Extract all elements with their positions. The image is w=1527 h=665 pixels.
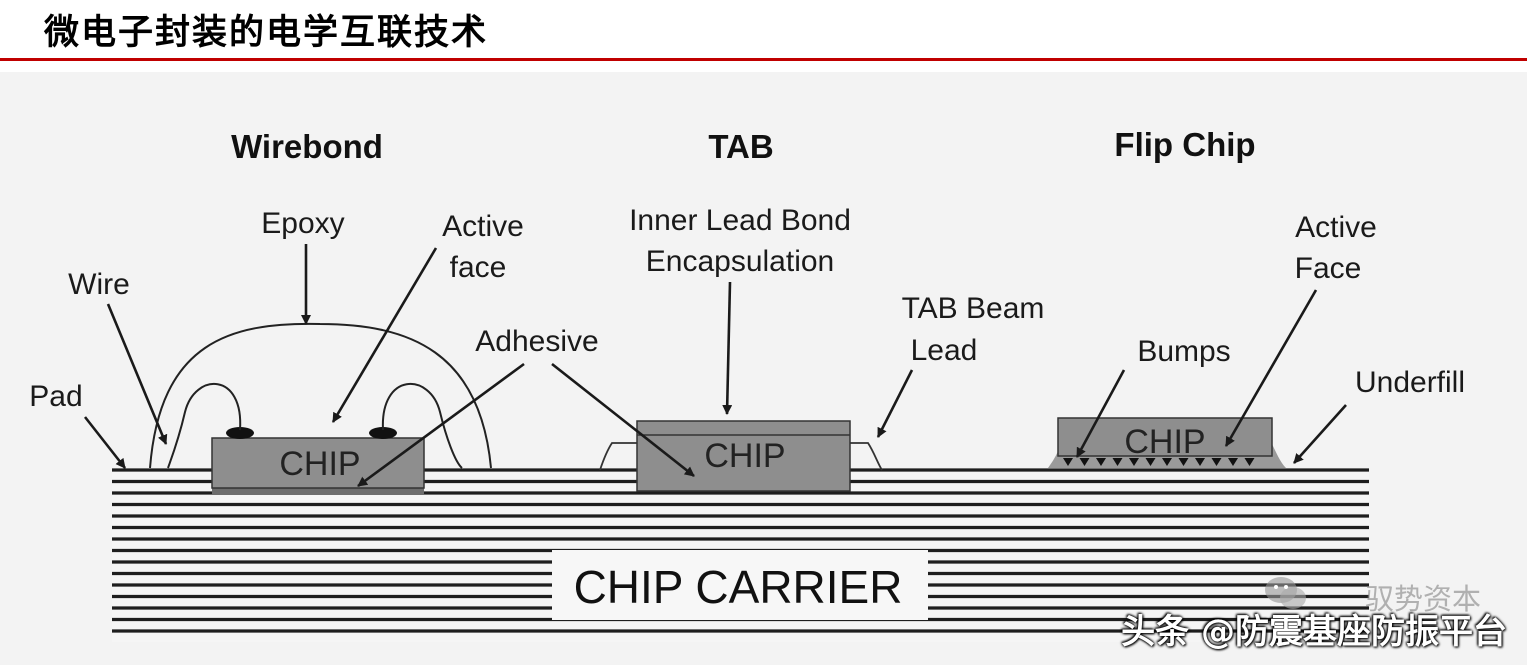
page-title: 微电子封装的电学互联技术 <box>44 12 489 53</box>
tab-beam-lead-right <box>850 442 883 471</box>
label-inner-lead-bond: Inner Lead Bond <box>629 204 851 237</box>
solder-bump <box>1244 458 1255 466</box>
arrow-tab-beam-lead <box>876 369 914 438</box>
wechat-icon <box>1265 577 1306 609</box>
wirebond-adhesive-layer <box>212 487 424 495</box>
label-pad: Pad <box>29 380 82 413</box>
wirebond-assembly: CHIP <box>149 322 492 495</box>
flipchip-assembly: CHIP <box>1048 417 1286 468</box>
watermark-source: 驭势资本 <box>1364 582 1481 616</box>
solder-bump <box>1063 458 1073 466</box>
carrier-label: CHIP CARRIER <box>574 561 903 613</box>
chip-carrier: CHIP CARRIER <box>112 468 1369 642</box>
solder-bump <box>1195 458 1205 466</box>
wirebond-pad-right <box>369 427 397 439</box>
solder-bump <box>1228 458 1238 466</box>
title-divider <box>0 58 1527 61</box>
section-title-tab: TAB <box>708 128 773 165</box>
arrow-active-face-fc <box>1224 289 1318 447</box>
solder-bumps <box>1063 458 1255 466</box>
arrow-adhesive-tab <box>551 362 695 478</box>
tab-assembly: CHIP <box>599 420 883 492</box>
solder-bump <box>1112 458 1123 466</box>
label-tab-lead: Lead <box>911 334 978 367</box>
section-title-wirebond: Wirebond <box>231 128 383 165</box>
bond-wire-right <box>381 382 463 469</box>
section-title-flip-chip: Flip Chip <box>1114 126 1255 163</box>
label-active-face-line2: face <box>450 251 507 284</box>
solder-bump <box>1162 458 1172 466</box>
solder-bump <box>1096 458 1106 466</box>
wirebond-chip-label: CHIP <box>279 445 360 483</box>
label-active-face-line1: Active <box>442 210 524 243</box>
label-active-face-fc-line1: Active <box>1295 211 1377 244</box>
solder-bump <box>1145 458 1156 466</box>
tab-chip-label: CHIP <box>704 437 785 475</box>
label-active-face-fc-line2: Face <box>1295 252 1362 285</box>
arrow-active-face <box>331 247 438 423</box>
flipchip-chip-label: CHIP <box>1124 423 1205 461</box>
solder-bump <box>1079 458 1090 466</box>
arrow-inner-lead <box>722 281 733 415</box>
arrow-wire <box>106 303 168 445</box>
tab-chip <box>636 420 851 492</box>
label-underfill: Underfill <box>1355 366 1465 399</box>
label-epoxy: Epoxy <box>261 207 344 240</box>
carrier-label-box <box>552 550 928 620</box>
wirebond-pad-left <box>226 427 254 439</box>
arrow-adhesive-wirebond <box>357 362 525 488</box>
packaging-diagram: Wirebond TAB Flip Chip CHIP CARRIER CHIP… <box>0 72 1527 665</box>
arrow-underfill <box>1293 404 1347 464</box>
bond-wire-left <box>167 382 242 469</box>
solder-bump <box>1211 458 1222 466</box>
solder-bump <box>1178 458 1189 466</box>
label-adhesive: Adhesive <box>475 325 598 358</box>
label-bumps: Bumps <box>1137 335 1230 368</box>
arrow-pad <box>83 416 127 469</box>
tab-beam-lead-left <box>599 442 637 471</box>
solder-bump <box>1129 458 1139 466</box>
label-tab-beam: TAB Beam <box>902 292 1045 325</box>
epoxy-dome <box>149 322 492 469</box>
label-wire: Wire <box>68 268 130 301</box>
label-encapsulation: Encapsulation <box>646 245 834 278</box>
watermark-author: 头条 @防震基座防振平台 <box>1121 612 1507 652</box>
arrow-bumps <box>1075 369 1126 458</box>
